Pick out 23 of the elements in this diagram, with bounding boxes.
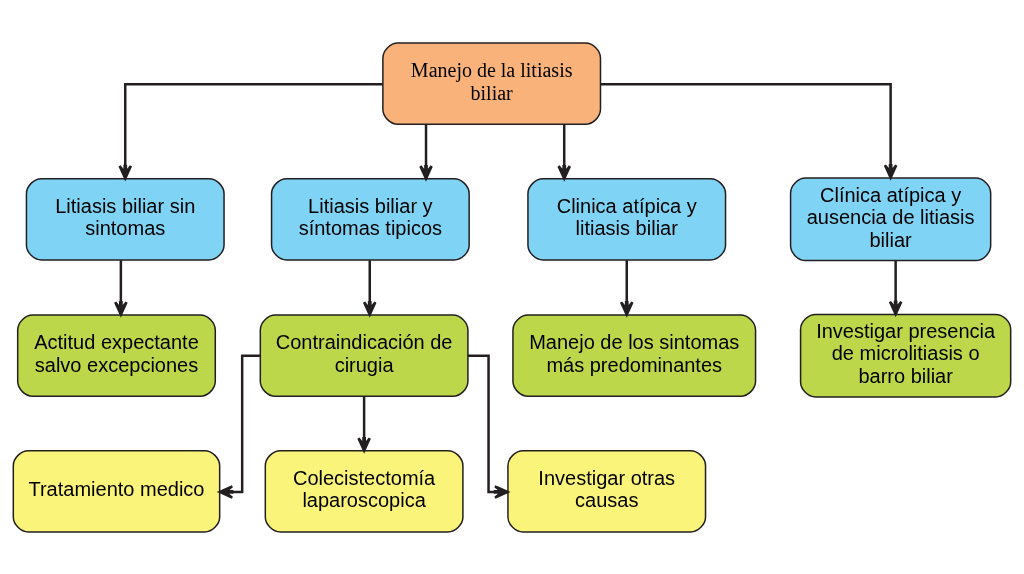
arrow [362,259,377,316]
arrow [619,259,634,316]
arrow [218,353,261,499]
node-box: Tratamiento medico [12,449,221,533]
arrow [557,123,572,180]
node-box: Manejo de la litiasis biliar [382,41,602,125]
node-box: Litiasis biliar y síntomas tipicos [270,177,470,261]
node-box: Colecistectomía laparoscopica [264,449,464,533]
node-box: Actitud expectante salvo excepciones [16,313,217,397]
arrow [600,82,898,179]
node-box: Clinica atípica y litiasis biliar [527,177,727,261]
arrow [468,353,509,499]
node-box: Litiasis biliar sin sintomas [25,177,225,261]
node-box: Clínica atípica y ausencia de litiasis biliar [789,176,992,261]
arrow [419,123,433,180]
node-box: Manejo de los sintomas más predominantes [512,313,757,397]
node-box: Investigar presencia de microlitiasis o barro biliar [799,313,1012,398]
arrow [888,260,903,316]
arrow [357,395,371,452]
arrow [118,82,383,180]
node-box: Contraindicación de cirugia [259,313,469,397]
arrow [114,259,128,316]
node-box: Investigar otras causas [507,449,707,533]
